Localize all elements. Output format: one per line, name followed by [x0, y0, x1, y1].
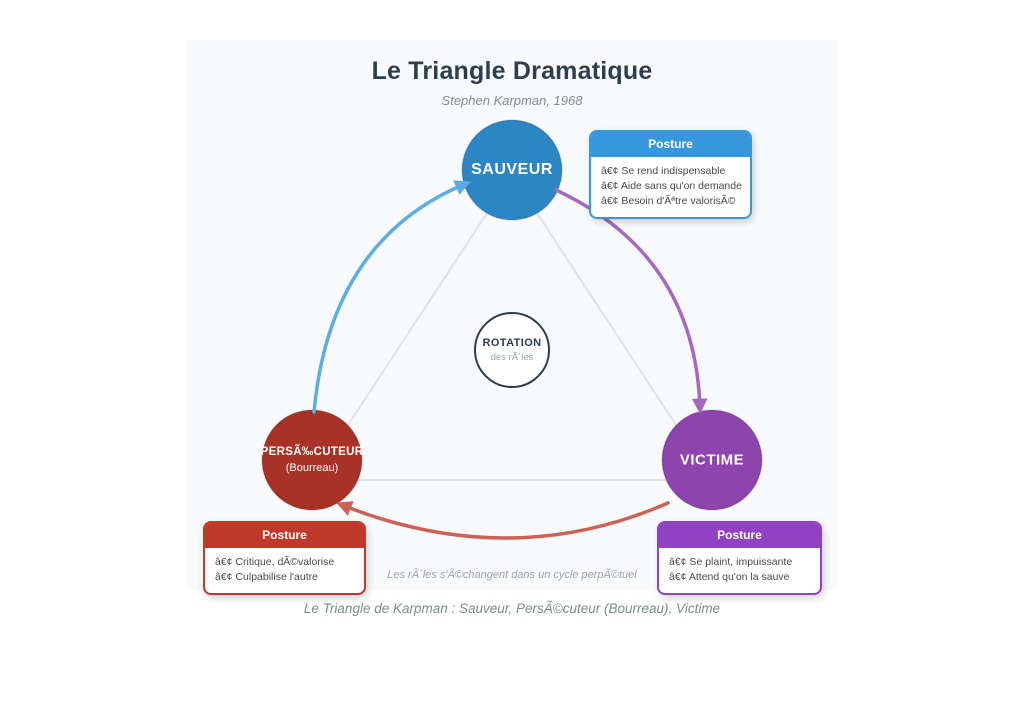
cycle-note: Les rÃ´les s'Ã©changent dans un cycle pe…	[387, 569, 637, 581]
posture-box-sauveur: Posture â€¢ Se rend indispensable â€¢ Ai…	[589, 130, 752, 219]
posture-item: â€¢ Aide sans qu'on demande	[601, 180, 742, 192]
page-subtitle: Stephen Karpman, 1968	[441, 93, 583, 108]
triangle-diagram	[261, 119, 763, 540]
diagram-card: Le Triangle Dramatique Stephen Karpman, …	[187, 40, 837, 595]
posture-box-body: â€¢ Critique, dÃ©valorise â€¢ Culpabilis…	[205, 548, 364, 593]
rotation-subtitle: des rÃ´les	[490, 352, 534, 363]
posture-item: â€¢ Besoin d'Ãªtre valorisÃ©	[601, 195, 736, 207]
page-title: Le Triangle Dramatique	[371, 57, 653, 85]
posture-box-title: Posture	[659, 523, 820, 548]
posture-box-persecuteur: Posture â€¢ Critique, dÃ©valorise â€¢ Cu…	[203, 521, 366, 595]
posture-box-title: Posture	[205, 523, 364, 548]
node-circle-persecuteur	[261, 409, 363, 511]
rotation-title: ROTATION	[482, 337, 542, 349]
posture-box-body: â€¢ Se plaint, impuissante â€¢ Attend qu…	[659, 548, 820, 593]
triangle-edges	[310, 173, 714, 481]
posture-box-title: Posture	[591, 132, 750, 157]
posture-item: â€¢ Se rend indispensable	[601, 165, 726, 177]
posture-item: â€¢ Se plaint, impuissante	[669, 556, 793, 568]
figure-caption: Le Triangle de Karpman : Sauveur, PersÃ©…	[303, 601, 721, 616]
posture-item: â€¢ Critique, dÃ©valorise	[215, 556, 335, 568]
posture-item: â€¢ Attend qu'on la sauve	[669, 571, 790, 583]
posture-item: â€¢ Culpabilise l'autre	[215, 571, 318, 583]
node-circle-victime	[661, 409, 763, 511]
posture-box-victime: Posture â€¢ Se plaint, impuissante â€¢ A…	[657, 521, 822, 595]
arrow-victime-to-persecuteur	[336, 501, 670, 540]
posture-box-body: â€¢ Se rend indispensable â€¢ Aide sans …	[591, 157, 750, 217]
rotation-circle: ROTATION des rÃ´les	[474, 312, 550, 388]
arrow-sauveur-to-victime	[554, 188, 708, 415]
arrow-persecuteur-to-sauveur	[312, 180, 471, 414]
node-circle-sauveur	[461, 119, 563, 221]
